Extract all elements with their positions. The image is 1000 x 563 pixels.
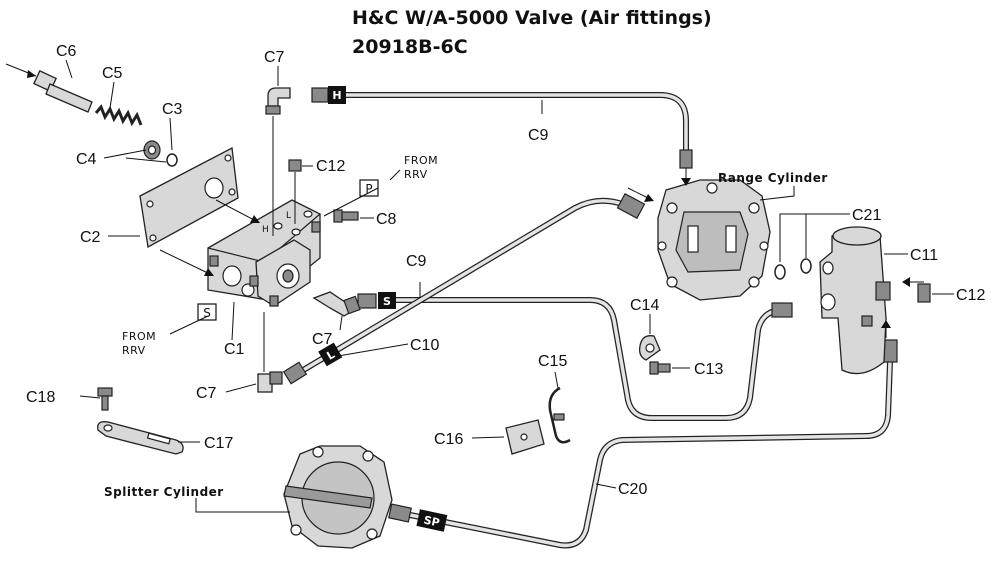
line-tag-l: L bbox=[318, 342, 343, 367]
label-c10: C10 bbox=[410, 337, 439, 354]
fitting-c10-end bbox=[616, 192, 646, 220]
c3-o-ring bbox=[166, 153, 178, 167]
label-c9-top: C9 bbox=[528, 127, 549, 144]
label-c12-right: C12 bbox=[956, 287, 985, 304]
label-c4: C4 bbox=[76, 151, 97, 168]
svg-text:P: P bbox=[365, 182, 372, 196]
label-c17: C17 bbox=[204, 435, 233, 452]
label-c7-mid: C7 bbox=[312, 331, 333, 348]
line-tag-s: S bbox=[378, 292, 396, 309]
c6-fitting bbox=[5, 63, 93, 113]
label-from-rrv-top-2: RRV bbox=[404, 168, 428, 181]
c12-right-nut bbox=[917, 283, 931, 303]
c4-seat bbox=[143, 140, 161, 160]
leader-lines bbox=[65, 59, 954, 513]
c1-valve-body bbox=[207, 199, 321, 307]
fitting-c9-top-start bbox=[311, 87, 329, 103]
fitting-c9-top-end bbox=[679, 149, 693, 169]
c16-bracket bbox=[505, 419, 545, 455]
label-c2: C2 bbox=[80, 229, 101, 246]
label-c21: C21 bbox=[852, 207, 881, 224]
c17-bracket bbox=[97, 421, 184, 455]
label-c1: C1 bbox=[224, 341, 245, 358]
label-c18: C18 bbox=[26, 389, 55, 406]
splitter-cylinder bbox=[283, 445, 393, 549]
svg-text:SP: SP bbox=[423, 513, 441, 529]
arrow-to-c11-right bbox=[902, 277, 924, 287]
c9-mid-air-line bbox=[392, 297, 783, 421]
part-number: 20918B-6C bbox=[352, 36, 468, 58]
label-c8: C8 bbox=[376, 211, 397, 228]
c7-mid-elbow bbox=[312, 291, 361, 317]
label-c9-mid: C9 bbox=[406, 253, 427, 270]
c10-air-line bbox=[297, 197, 625, 375]
c8-screw bbox=[333, 209, 359, 223]
line-tag-h: H bbox=[328, 86, 346, 104]
c12-top-plug bbox=[288, 159, 302, 224]
c11-cylinder-body bbox=[819, 226, 891, 375]
label-c5: C5 bbox=[102, 65, 123, 82]
svg-text:S: S bbox=[203, 306, 211, 320]
label-c12-top: C12 bbox=[316, 158, 345, 175]
label-range-cylinder: Range Cylinder bbox=[718, 171, 828, 185]
label-from-rrv-left-2: RRV bbox=[122, 344, 146, 357]
arrow-to-c11-bottom bbox=[881, 320, 891, 338]
fitting-c9-mid-start bbox=[357, 293, 377, 309]
label-c16: C16 bbox=[434, 431, 463, 448]
arrow-to-range-cylinder-left bbox=[627, 187, 654, 202]
label-from-rrv-left-1: FROM bbox=[122, 330, 156, 343]
fitting-c10-start bbox=[282, 361, 308, 385]
label-c7-top: C7 bbox=[264, 49, 285, 66]
diagram-title: H&C W/A-5000 Valve (Air fittings) bbox=[352, 7, 712, 29]
c9-top-air-line bbox=[337, 92, 689, 158]
c2-gasket-plate bbox=[139, 146, 239, 249]
port-h-letter: H bbox=[262, 225, 269, 235]
c21-o-rings bbox=[774, 258, 812, 280]
svg-text:H: H bbox=[332, 89, 341, 102]
arrow-to-range-cylinder-top bbox=[681, 168, 691, 186]
fitting-c20-start bbox=[388, 503, 412, 523]
c7-top-elbow bbox=[265, 87, 291, 236]
port-box-p: P bbox=[359, 179, 379, 197]
label-c3: C3 bbox=[162, 101, 183, 118]
arrow-c2-to-body bbox=[159, 199, 260, 276]
label-c15: C15 bbox=[538, 353, 567, 370]
port-l-letter: L bbox=[286, 211, 291, 221]
label-c11: C11 bbox=[910, 247, 938, 264]
label-c7-low: C7 bbox=[196, 385, 217, 402]
range-cylinder bbox=[657, 179, 771, 301]
port-box-s: S bbox=[197, 303, 217, 321]
label-c14: C14 bbox=[630, 297, 659, 314]
label-splitter-cylinder: Splitter Cylinder bbox=[104, 485, 224, 499]
c15-hook bbox=[548, 386, 571, 444]
line-tag-sp: SP bbox=[416, 509, 448, 532]
c18-bolt bbox=[97, 387, 113, 411]
c20-air-line bbox=[407, 359, 893, 549]
svg-text:S: S bbox=[383, 295, 391, 308]
c7-low-elbow bbox=[257, 312, 283, 393]
c14-clip bbox=[638, 335, 661, 361]
c13-screw bbox=[649, 361, 671, 375]
label-c20: C20 bbox=[618, 481, 647, 498]
fitting-c9-mid-end bbox=[771, 302, 793, 318]
label-from-rrv-top-1: FROM bbox=[404, 154, 438, 167]
label-c6: C6 bbox=[56, 43, 77, 60]
label-c13: C13 bbox=[694, 361, 723, 378]
c5-spring bbox=[94, 104, 143, 127]
